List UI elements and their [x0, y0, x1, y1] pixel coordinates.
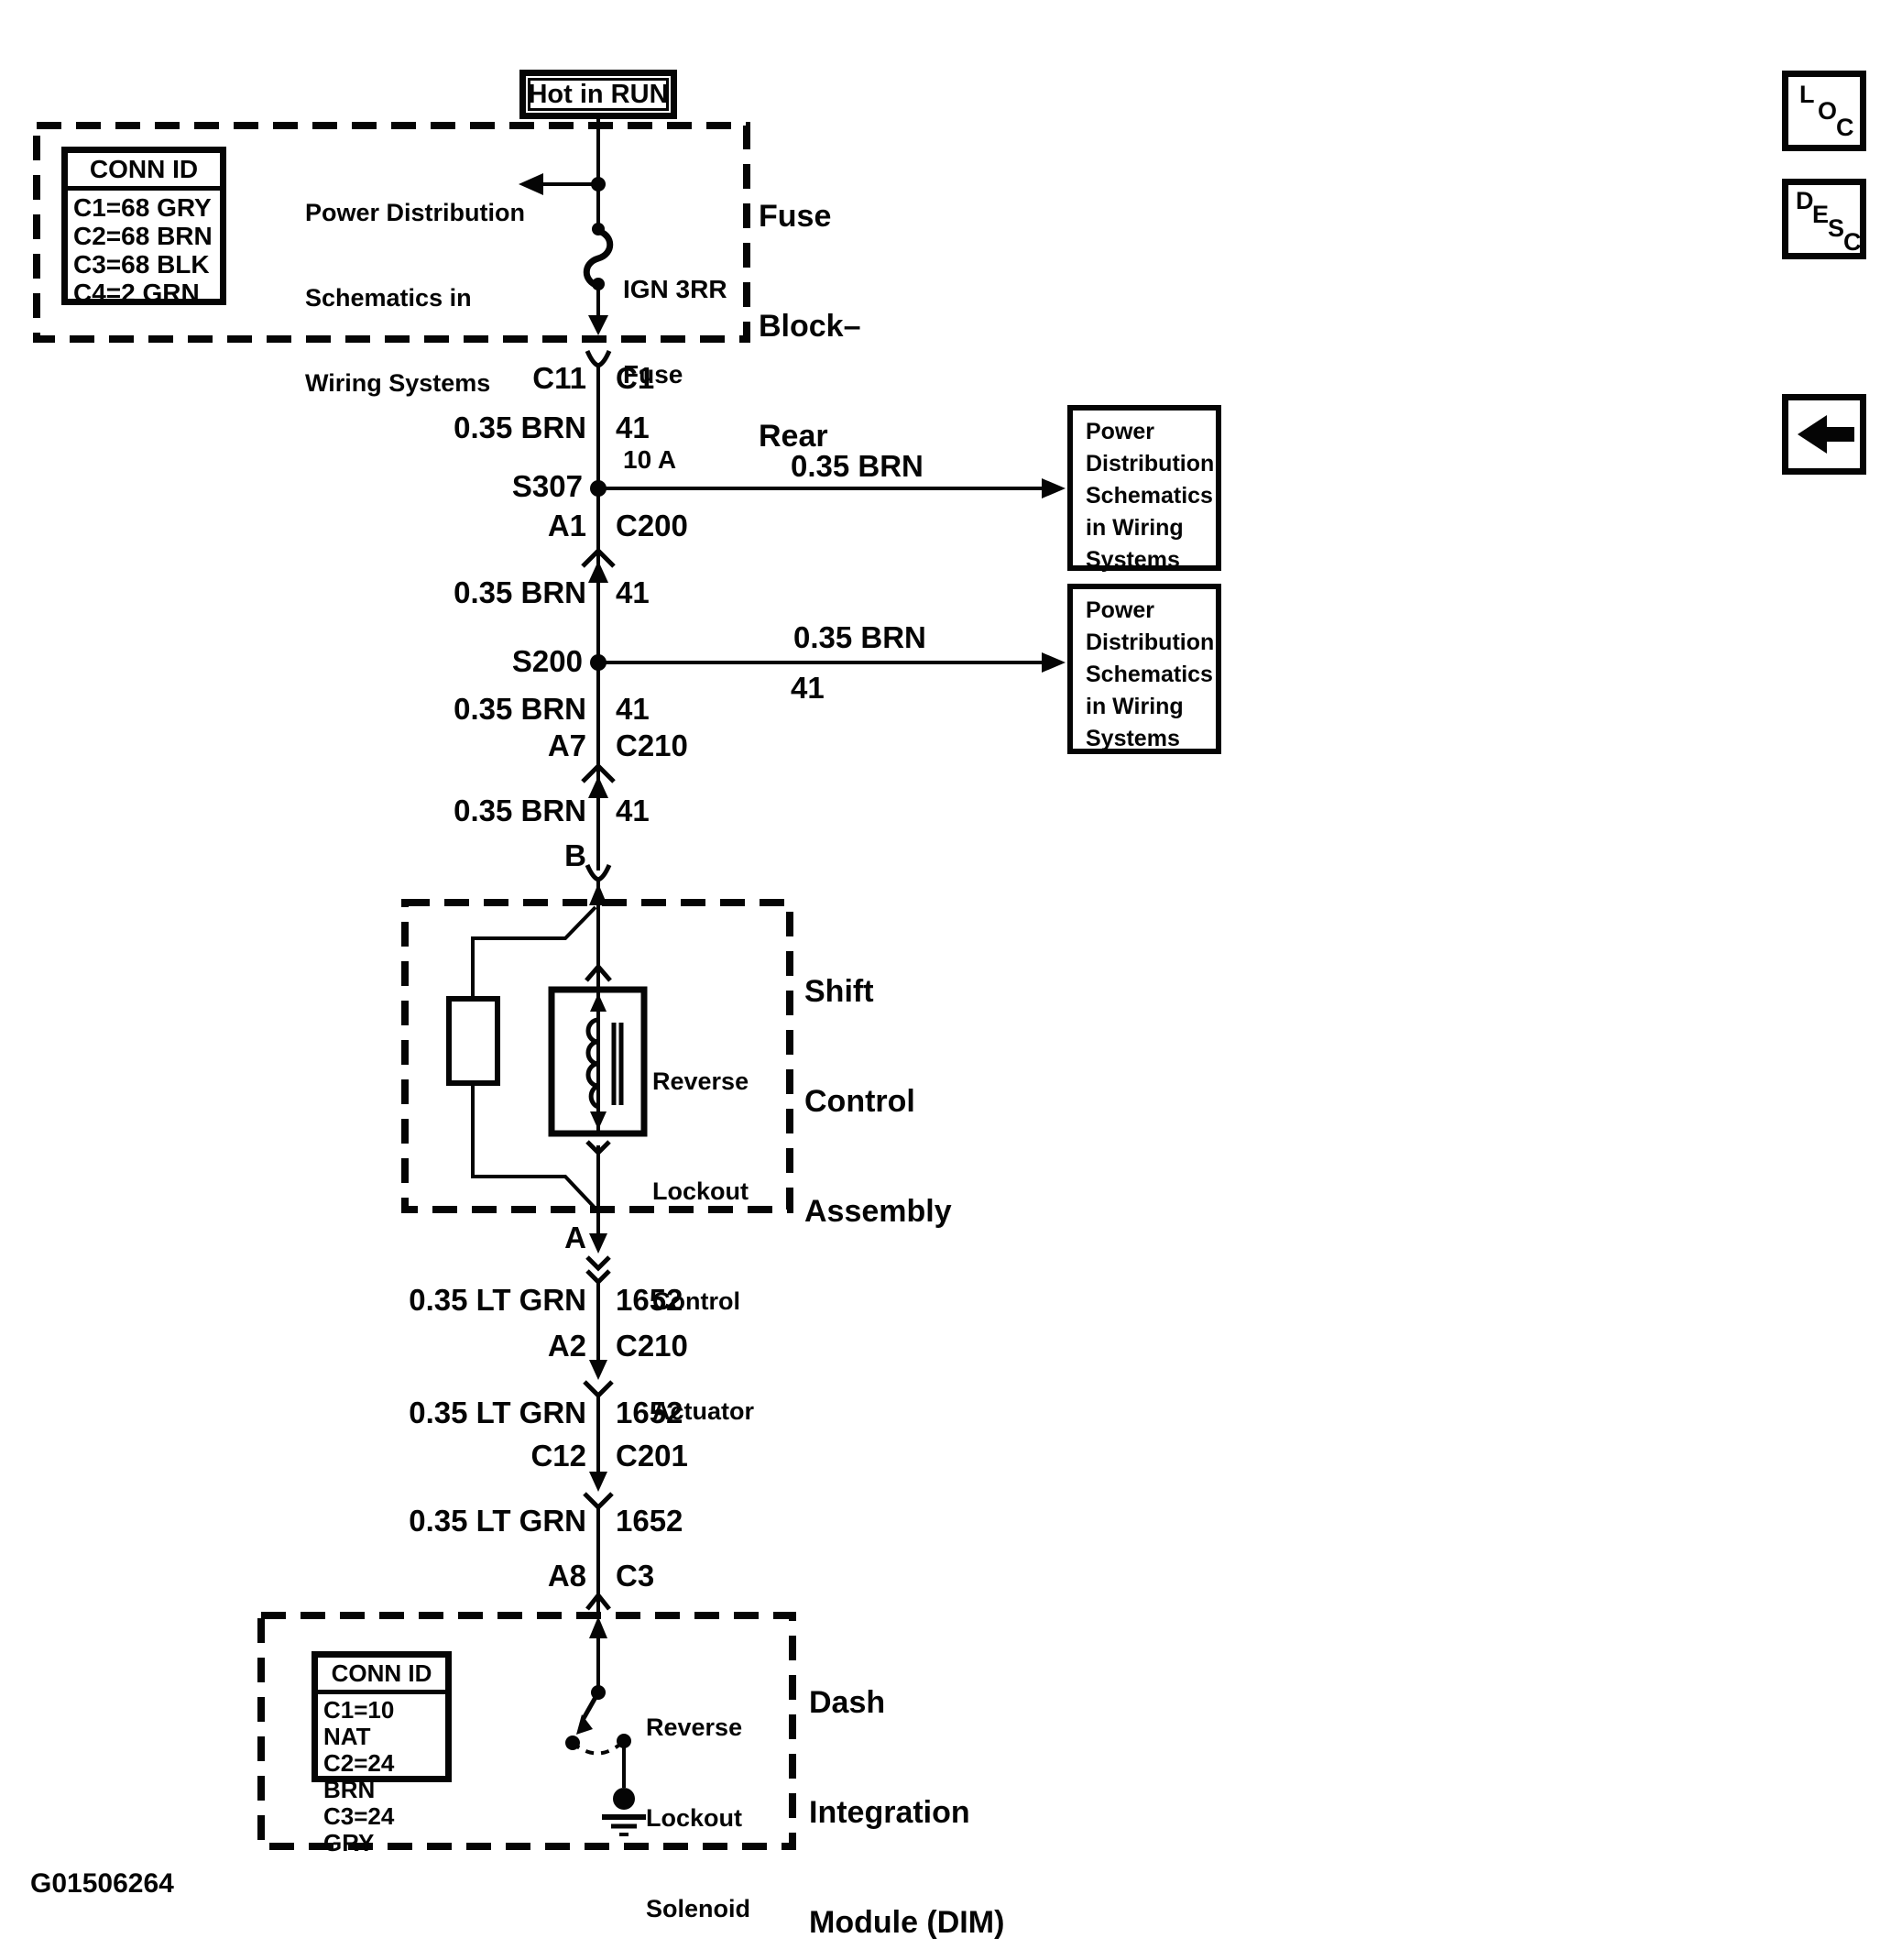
left-arrow-icon — [519, 173, 543, 195]
splice-s200-dot — [590, 654, 607, 671]
power-distribution-ref-box-2: Power Distribution Schematics in Wiring … — [1067, 584, 1221, 754]
branch-circuit-number: 41 — [791, 671, 825, 705]
pin-label: C12 — [530, 1439, 586, 1473]
power-dist-note: Power Distribution Schematics in Wiring … — [305, 199, 526, 397]
hot-in-run-box: Hot in RUN — [519, 70, 677, 119]
conn-id-row: C2=68 BRN — [73, 222, 213, 250]
circuit-number: 1652 — [616, 1283, 683, 1317]
conn-id-row: C1=10 NAT — [323, 1696, 395, 1750]
circuit-number: 41 — [616, 575, 650, 609]
fuse-block-conn-id-table: CONN ID C1=68 GRY C2=68 BRN C3=68 BLK C4… — [61, 147, 226, 307]
branch-wire-gauge: 0.35 BRN — [793, 620, 926, 654]
pin-label: A2 — [547, 1329, 586, 1363]
actuator-label: Reverse Lockout Control Actuator — [652, 1068, 755, 1425]
figure-id: G01506264 — [30, 1868, 174, 1899]
connector-label: C210 — [616, 728, 688, 762]
fuse-block-outline — [33, 122, 750, 343]
wire-gauge: 0.35 BRN — [454, 692, 586, 726]
conn-id-header: CONN ID — [68, 153, 220, 191]
circuit-number: 41 — [616, 692, 650, 726]
ground-icon — [602, 1788, 646, 1836]
splice-label: S307 — [511, 469, 583, 503]
conn-id-rows: C1=68 GRY C2=68 BRN C3=68 BLK C4=2 GRN — [68, 191, 220, 307]
pin-label: A — [564, 1221, 586, 1254]
conn-id-header: CONN ID — [318, 1658, 445, 1694]
fuse-label: IGN 3RR Fuse 10 A — [623, 275, 727, 474]
shift-assembly-title: Shift Control Assembly — [804, 974, 952, 1229]
splice-label: S200 — [511, 644, 583, 678]
pin-label: A1 — [547, 509, 586, 542]
fuse-block-title: Fuse Block– Rear — [759, 199, 861, 454]
pin-label: A8 — [547, 1559, 586, 1593]
dim-module-title: Dash Integration Module (DIM) — [809, 1685, 1005, 1940]
circuit-number: 1652 — [616, 1396, 683, 1429]
pin-label: A7 — [547, 728, 586, 762]
connector-label: C3 — [616, 1559, 655, 1593]
dim-conn-id-table: CONN ID C1=10 NAT C2=24 BRN C3=24 GRY — [312, 1651, 452, 1856]
resistor-box — [446, 996, 500, 1086]
connector-label: C200 — [616, 509, 688, 542]
conn-id-row: C3=24 GRY — [323, 1802, 395, 1856]
back-arrow-icon — [1798, 415, 1854, 454]
pin-label: B — [564, 838, 586, 872]
wire-gauge: 0.35 BRN — [454, 794, 586, 827]
wire-gauge: 0.35 LT GRN — [409, 1396, 586, 1429]
branch-wire-gauge: 0.35 BRN — [791, 449, 924, 483]
solenoid-label: Reverse Lockout Solenoid Control — [646, 1714, 750, 1922]
circuit-number: 41 — [616, 794, 650, 827]
splice-s307-dot — [590, 480, 607, 497]
switch-arm-arrow — [576, 1714, 593, 1735]
switch-throw-arc — [571, 1739, 626, 1756]
coil-icon — [585, 1017, 600, 1110]
conn-id-row: C1=68 GRY — [73, 193, 212, 222]
conn-id-row: C4=2 GRN — [73, 279, 200, 307]
wire-gauge: 0.35 BRN — [454, 411, 586, 444]
dim-module-outline — [257, 1612, 796, 1850]
arrowheads — [519, 173, 1066, 1735]
conn-id-rows: C1=10 NAT C2=24 BRN C3=24 GRY — [318, 1694, 445, 1856]
power-distribution-ref-box-1: Power Distribution Schematics in Wiring … — [1067, 405, 1221, 573]
pin-label: C11 — [532, 361, 586, 395]
connector-symbols — [581, 349, 616, 1611]
connector-label: C1 — [616, 361, 655, 395]
coil-core-bars — [611, 1023, 624, 1105]
conn-id-row: C2=24 BRN — [323, 1749, 395, 1803]
connector-label: C201 — [616, 1439, 688, 1473]
junction-dots — [565, 177, 631, 1750]
circuit-number: 1652 — [616, 1504, 683, 1538]
hot-in-run-label: Hot in RUN — [528, 78, 669, 111]
conn-id-row: C3=68 BLK — [73, 250, 210, 279]
wire-gauge: 0.35 LT GRN — [409, 1283, 586, 1317]
desc-button[interactable]: D E S C — [1782, 179, 1866, 259]
circuit-number: 41 — [616, 411, 650, 444]
connector-label: C210 — [616, 1329, 688, 1363]
loc-button[interactable]: L O C — [1782, 71, 1866, 151]
right-arrow-icon-1 — [1042, 478, 1066, 498]
right-arrow-icon-2 — [1042, 652, 1066, 673]
back-button[interactable] — [1782, 394, 1866, 475]
wire-gauge: 0.35 LT GRN — [409, 1504, 586, 1538]
wire-gauge: 0.35 BRN — [454, 575, 586, 609]
fuse-icon — [583, 227, 614, 290]
